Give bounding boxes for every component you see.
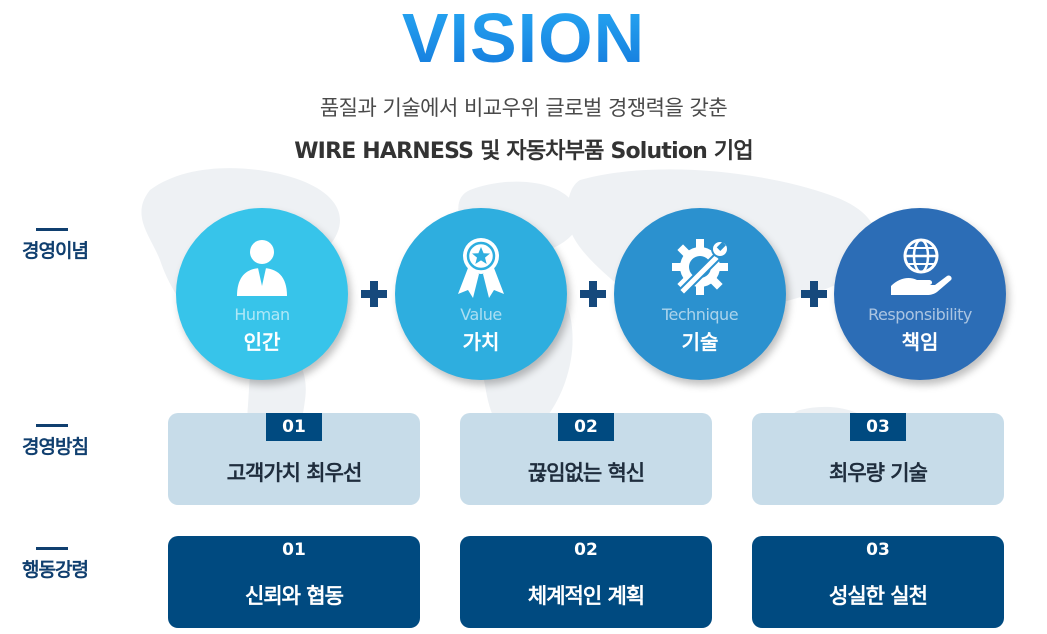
label-underline (36, 424, 68, 427)
card-number: 03 (850, 413, 906, 441)
policy-label-text: 경영방침 (22, 436, 89, 458)
vision-statement-line2: WIRE HARNESS 및 자동차부품 Solution 기업 (294, 139, 753, 164)
conduct-card: 01 신뢰와 협동 (168, 536, 420, 628)
globe-hand-icon (891, 238, 952, 295)
value-circle-technique: Technique 기술 (614, 208, 786, 380)
card-text: 끊임없는 혁신 (527, 461, 645, 485)
award-ribbon-icon (458, 238, 504, 298)
policy-card: 01 고객가치 최우선 (168, 413, 420, 505)
circle-english-label: Human (234, 305, 290, 324)
vision-title: VISION (0, 0, 1047, 76)
plus-icon (801, 281, 827, 307)
card-text: 성실한 실천 (829, 584, 928, 608)
card-text: 최우량 기술 (829, 461, 928, 485)
plus-icon (580, 281, 606, 307)
policy-card: 03 최우량 기술 (752, 413, 1004, 505)
card-number: 01 (266, 536, 322, 564)
label-underline (36, 228, 68, 231)
conduct-label-text: 행동강령 (22, 559, 89, 581)
plus-icon (361, 281, 387, 307)
value-circle-responsibility: Responsibility 책임 (834, 208, 1006, 380)
philosophy-label: 경영이념 (22, 228, 142, 263)
circle-english-label: Value (460, 305, 502, 324)
circle-korean-label: 인간 (243, 330, 281, 354)
person-icon (237, 240, 287, 296)
card-text: 체계적인 계획 (527, 584, 645, 608)
vision-statement-line1: 품질과 기술에서 비교우위 글로벌 경쟁력을 갖춘 (319, 96, 728, 120)
circle-korean-label: 가치 (462, 330, 500, 354)
gear-wrench-icon (672, 239, 729, 297)
label-underline (36, 547, 68, 550)
circle-korean-label: 책임 (901, 330, 939, 354)
policy-card: 02 끊임없는 혁신 (460, 413, 712, 505)
circle-english-label: Technique (661, 305, 739, 324)
philosophy-label-text: 경영이념 (22, 240, 89, 262)
card-text: 고객가치 최우선 (226, 461, 363, 485)
conduct-card: 02 체계적인 계획 (460, 536, 712, 628)
card-number: 01 (266, 413, 322, 441)
card-number: 03 (850, 536, 906, 564)
circle-korean-label: 기술 (681, 330, 719, 354)
circle-english-label: Responsibility (868, 305, 972, 324)
value-circle-value: Value 가치 (395, 208, 567, 380)
value-circle-human: Human 인간 (176, 208, 348, 380)
card-number: 02 (558, 536, 614, 564)
card-text: 신뢰와 협동 (245, 584, 344, 608)
conduct-label: 행동강령 (22, 547, 142, 582)
card-number: 02 (558, 413, 614, 441)
conduct-card: 03 성실한 실천 (752, 536, 1004, 628)
policy-label: 경영방침 (22, 424, 142, 459)
